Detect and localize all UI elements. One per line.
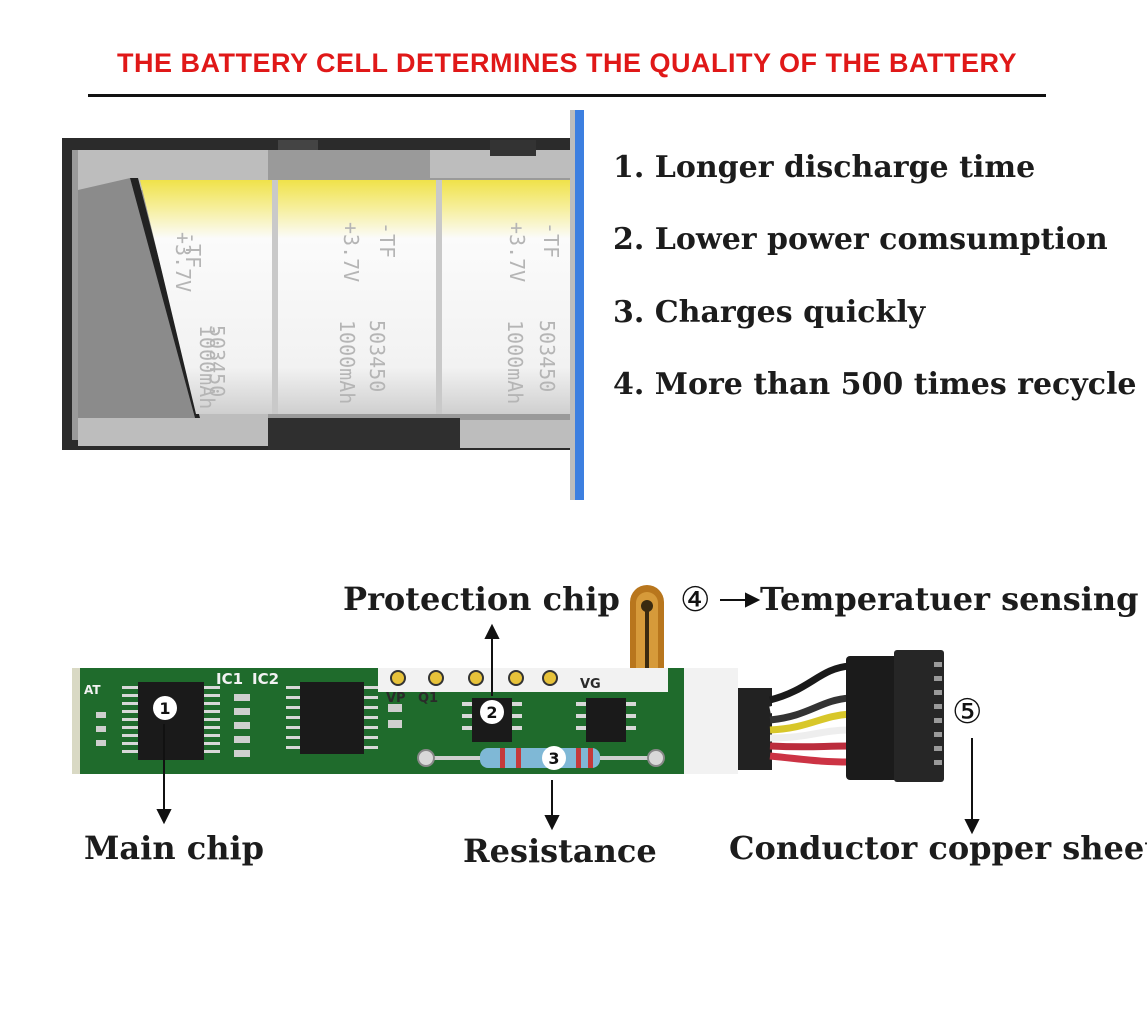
silk-ic1: IC1	[216, 670, 243, 688]
silk-at: AT	[84, 683, 101, 697]
resistor	[480, 748, 600, 768]
main-chip	[138, 682, 204, 760]
marker-3-label: 3	[548, 749, 559, 768]
marker-2-label: 2	[486, 703, 497, 722]
label-number-5: ⑤	[952, 692, 983, 732]
title-divider	[88, 94, 1046, 97]
silk-vg: VG	[580, 677, 601, 692]
label-number-4: ④	[680, 580, 711, 620]
cell-1-voltage: +3.7V	[171, 232, 195, 292]
feature-item-3: 3. Charges quickly	[613, 295, 926, 330]
cell-2-model: 503450	[365, 320, 389, 392]
marker-1-label: 1	[159, 699, 170, 718]
feature-item-1: 1. Longer discharge time	[613, 150, 1036, 185]
cell-2-brand: -TF	[375, 222, 399, 258]
case-wedge	[78, 178, 195, 418]
marker-2	[480, 700, 504, 724]
feature-item-2: 2. Lower power comsumption	[613, 222, 1108, 257]
silk-vp: VP	[386, 691, 406, 706]
marker-3	[542, 746, 566, 770]
secondary-chip	[300, 682, 364, 754]
cell-2-capacity: 1000mAh	[335, 320, 359, 404]
battery-cell-1	[140, 180, 272, 414]
cell-3-model: 503450	[535, 320, 559, 392]
page-title: THE BATTERY CELL DETERMINES THE QUALITY …	[116, 48, 1018, 78]
cell-2-voltage: +3.7V	[339, 222, 363, 282]
battery-frame-edge	[575, 110, 584, 500]
label-temperature-sensing: Temperatuer sensing	[760, 580, 1139, 618]
battery-cell-2	[278, 180, 436, 414]
feature-item-4: 4. More than 500 times recycle	[613, 367, 1137, 402]
battery-cell-3	[442, 180, 576, 414]
silk-ic2: IC2	[252, 670, 279, 688]
label-resistance: Resistance	[463, 832, 657, 870]
silk-q1: Q1	[418, 691, 438, 706]
label-protection-chip: Protection chip	[343, 580, 620, 618]
cell-3-capacity: 1000mAh	[503, 320, 527, 404]
cell-3-brand: -TF	[539, 222, 563, 258]
connector-wires	[769, 662, 851, 766]
cell-1-brand: -TF	[181, 232, 205, 268]
marker-1	[153, 696, 177, 720]
cell-1-capacity: 1000mAh	[195, 325, 219, 409]
label-main-chip: Main chip	[84, 829, 264, 867]
cell-1-model: 503450	[205, 325, 229, 397]
label-conductor-copper-sheet: Conductor copper sheet	[729, 829, 1147, 867]
connector-plug	[846, 656, 898, 780]
cell-3-voltage: +3.7V	[505, 222, 529, 282]
